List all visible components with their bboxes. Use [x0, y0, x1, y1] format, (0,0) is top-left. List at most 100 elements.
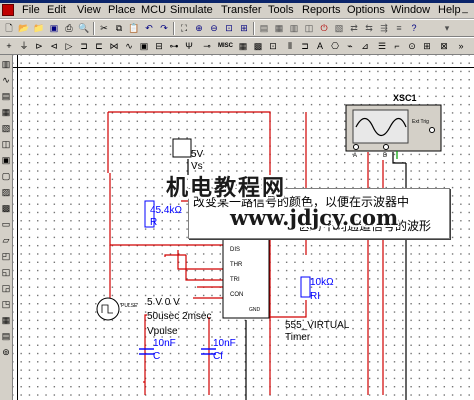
menu-window[interactable]: Window: [391, 4, 431, 16]
wire-tri[interactable]: [185, 255, 223, 281]
minimize-button[interactable]: _: [462, 3, 468, 14]
graphics-icon[interactable]: ⎔: [331, 41, 339, 51]
erc-icon[interactable]: ▧: [334, 23, 344, 33]
save-icon[interactable]: ▣: [49, 23, 59, 33]
zoom-fit-icon[interactable]: ⊞: [240, 23, 248, 33]
design-toolbox-icon[interactable]: ▤: [259, 23, 269, 33]
pulse-source[interactable]: [96, 297, 120, 321]
wire-top-right[interactable]: [108, 111, 271, 395]
toolbar-overflow-icon[interactable]: »: [458, 41, 464, 51]
wire-scope-b[interactable]: [392, 152, 406, 164]
mixed-icon[interactable]: ∿: [125, 41, 133, 51]
spreadsheet-icon[interactable]: ▦: [274, 23, 284, 33]
probe-icon[interactable]: ⌁: [347, 41, 353, 51]
zoom-area-icon[interactable]: ⊡: [225, 23, 233, 33]
fullscreen-icon[interactable]: ⛶: [180, 23, 188, 33]
netlist-icon[interactable]: ≡: [396, 23, 402, 33]
electromechanical-icon[interactable]: ⊸: [203, 41, 211, 51]
oscilloscope-icon[interactable]: ▦: [1, 107, 11, 117]
transfer-icon[interactable]: ⇄: [350, 23, 358, 33]
ladder-icon[interactable]: ⊐: [301, 41, 309, 51]
agilent-scope-icon[interactable]: ▦: [1, 315, 11, 325]
menu-place[interactable]: Place: [108, 4, 136, 16]
wire-icon[interactable]: ⌐: [394, 41, 400, 51]
resistor-r[interactable]: [144, 200, 155, 228]
electromech-icon[interactable]: ⊶: [169, 41, 179, 51]
menu-help[interactable]: Help: [438, 4, 461, 16]
undo-icon[interactable]: ↶: [145, 23, 153, 33]
word-generator-icon[interactable]: ▢: [1, 171, 11, 181]
wire-junction[interactable]: [164, 254, 186, 257]
new-file-icon[interactable]: 🗋: [5, 23, 13, 33]
postprocessor-icon[interactable]: ⏻: [320, 23, 328, 33]
power-icon[interactable]: ⊟: [155, 41, 163, 51]
rf-icon[interactable]: Ψ: [185, 41, 193, 51]
place-text-icon[interactable]: A: [316, 41, 323, 51]
open-folder-icon[interactable]: 📂: [18, 23, 30, 33]
open-sample-icon[interactable]: 📁: [33, 23, 45, 33]
component-icon[interactable]: ⊠: [440, 41, 448, 51]
resistor-ri[interactable]: [300, 276, 311, 298]
menu-options[interactable]: Options: [347, 4, 385, 16]
print-icon[interactable]: ⎙: [65, 23, 73, 33]
source-icon[interactable]: +: [6, 41, 12, 51]
frequency-counter-icon[interactable]: ▣: [1, 155, 11, 165]
menu-edit[interactable]: Edit: [47, 4, 66, 16]
menu-tools[interactable]: Tools: [268, 4, 294, 16]
misc-digital-icon[interactable]: ⋈: [109, 41, 119, 51]
logic-converter-icon[interactable]: ▩: [1, 203, 11, 213]
backannotate-icon[interactable]: ⇆: [365, 23, 373, 33]
capacitor-cf[interactable]: [201, 348, 216, 355]
print-preview-icon[interactable]: 🔍: [78, 23, 90, 33]
basic-icon[interactable]: ⏚: [19, 41, 29, 51]
cut-icon[interactable]: ✂: [100, 23, 108, 33]
transistor-icon[interactable]: ⊲: [50, 41, 58, 51]
function-generator-icon[interactable]: ∿: [2, 75, 10, 85]
mcu-icon[interactable]: ▩: [253, 41, 263, 51]
advanced-periph-icon[interactable]: ▦: [238, 41, 248, 51]
app-icon[interactable]: [2, 4, 14, 16]
help-icon[interactable]: ?: [411, 23, 417, 33]
current-probe-icon[interactable]: ⊚: [2, 347, 10, 357]
capacitor-c[interactable]: [139, 348, 154, 355]
spectrum-analyzer-icon[interactable]: ◰: [1, 251, 11, 261]
cmos-icon[interactable]: ⊏: [95, 41, 103, 51]
menu-file[interactable]: File: [22, 4, 40, 16]
analog-icon[interactable]: ▷: [65, 41, 73, 51]
zoom-out-icon[interactable]: ⊖: [210, 23, 218, 33]
logic-analyzer-icon[interactable]: ▨: [1, 187, 11, 197]
agilent-multimeter-icon[interactable]: ◳: [1, 299, 11, 309]
indicator-icon[interactable]: ▣: [139, 41, 149, 51]
misc-label[interactable]: MISC: [218, 43, 233, 49]
wire-ri-bottom[interactable]: [258, 300, 307, 318]
paste-icon[interactable]: 📋: [128, 23, 140, 33]
ttl-icon[interactable]: ⊐: [80, 41, 88, 51]
schematic-canvas[interactable]: XSC1 Ext Trig A B 5V Vs 45.4kΩ R DIS THR…: [13, 55, 474, 400]
distortion-analyzer-icon[interactable]: ▱: [2, 235, 10, 245]
oscilloscope-xsc1[interactable]: [345, 104, 442, 159]
menu-reports[interactable]: Reports: [302, 4, 341, 16]
menu-simulate[interactable]: Simulate: [170, 4, 213, 16]
hierarchical-block-icon[interactable]: ⊡: [269, 41, 277, 51]
tektronix-scope-icon[interactable]: ▤: [1, 331, 11, 341]
menu-transfer[interactable]: Transfer: [221, 4, 262, 16]
wattmeter-icon[interactable]: ▤: [1, 91, 11, 101]
diode-icon[interactable]: ⊳: [35, 41, 43, 51]
redo-icon[interactable]: ↷: [160, 23, 168, 33]
forward-annotate-icon[interactable]: ⇶: [380, 23, 388, 33]
bus-icon[interactable]: ⫴: [288, 41, 292, 51]
copy-icon[interactable]: ⧉: [115, 23, 123, 33]
database-icon[interactable]: ▥: [289, 23, 299, 33]
junction-icon[interactable]: ⊙: [408, 41, 416, 51]
iv-analyzer-icon[interactable]: ▭: [1, 219, 11, 229]
measure-icon[interactable]: ⊿: [361, 41, 369, 51]
component-wizard-icon[interactable]: ◫: [304, 23, 314, 33]
grid-icon[interactable]: ⊞: [423, 41, 431, 51]
wire-dis[interactable]: [177, 250, 223, 270]
dc-source-vs[interactable]: [172, 138, 192, 158]
wire-cap-c[interactable]: [144, 314, 147, 395]
in-use-list-icon[interactable]: ☰: [377, 41, 387, 51]
dropdown-icon[interactable]: ▾: [444, 23, 450, 33]
zoom-in-icon[interactable]: ⊕: [195, 23, 203, 33]
network-analyzer-icon[interactable]: ◱: [1, 267, 11, 277]
